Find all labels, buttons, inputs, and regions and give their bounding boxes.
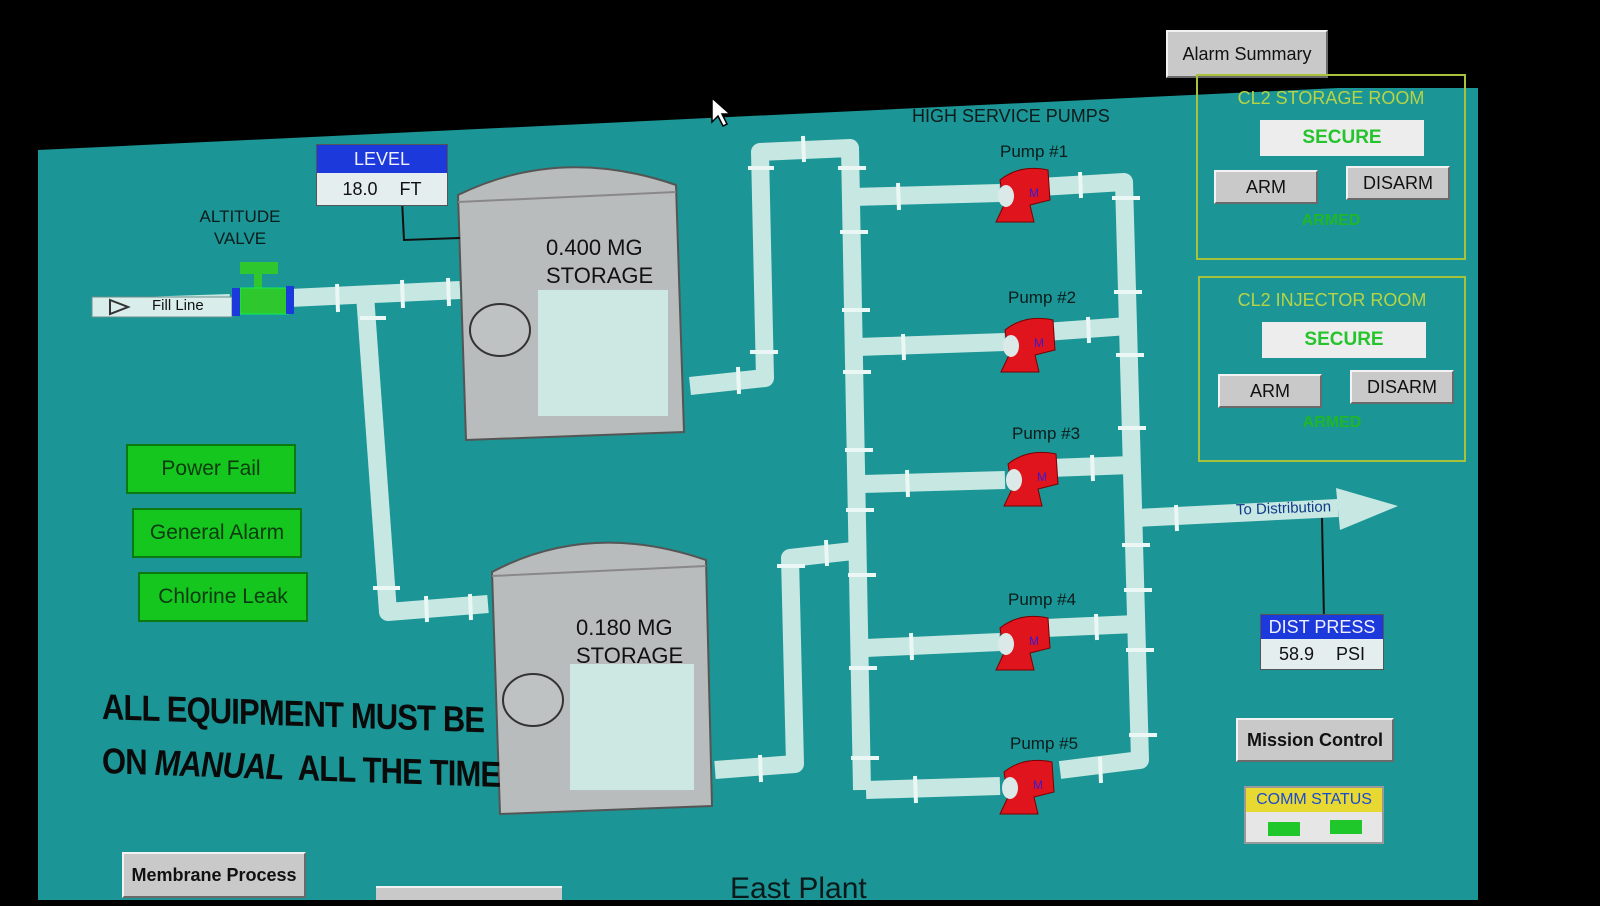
- cl2-injector-room-state: SECURE: [1262, 322, 1426, 358]
- dist-press-unit: PSI: [1336, 643, 1366, 664]
- storage-tank-large: [456, 166, 686, 442]
- dist-press-header: DIST PRESS: [1261, 615, 1383, 639]
- cl2-injector-room-status: ARMED: [1302, 414, 1362, 431]
- tank-small-capacity: 0.180 MG: [576, 615, 673, 640]
- to-distribution-label: To Distribution: [1235, 498, 1332, 519]
- pump-4-body: [995, 615, 1051, 671]
- high-service-pumps-title: HIGH SERVICE PUMPS: [912, 106, 1110, 126]
- screen-title: East Plant: [730, 872, 867, 905]
- fill-line-label: Fill Line: [152, 297, 204, 314]
- distribution-arrow: [1336, 488, 1398, 530]
- general-alarm-indicator[interactable]: General Alarm: [132, 508, 302, 558]
- power-fail-indicator[interactable]: Power Fail: [126, 444, 296, 494]
- pump-5-body: [999, 759, 1055, 815]
- tank-small-type: STORAGE: [576, 643, 684, 668]
- mouse-cursor-icon: [711, 96, 732, 128]
- comm-status-led-1: [1268, 822, 1300, 836]
- altitude-valve: [232, 262, 294, 316]
- comm-status-led-2: [1330, 820, 1362, 834]
- pump-3-label: Pump #3: [1012, 424, 1081, 443]
- mission-control-button[interactable]: Mission Control: [1236, 718, 1394, 762]
- membrane-process-button[interactable]: Membrane Process: [122, 852, 306, 898]
- level-readout: LEVEL 18.0 FT: [316, 144, 448, 206]
- manual-operation-warning: ALL EQUIPMENT MUST BE ON MANUAL ALL THE …: [102, 680, 500, 802]
- pipe-flanges: [335, 135, 1179, 804]
- pump-4-label: Pump #4: [1008, 590, 1077, 609]
- cl2-injector-disarm-button[interactable]: DISARM: [1350, 370, 1454, 404]
- cl2-injector-room-panel: CL2 INJECTOR ROOM SECURE ARM DISARM ARME…: [1198, 276, 1466, 462]
- pump-1-motor-label[interactable]: M: [1029, 186, 1039, 200]
- warning-line-2-prefix: ON: [102, 740, 155, 783]
- cl2-storage-arm-button[interactable]: ARM: [1214, 170, 1318, 204]
- pump-2-motor-label[interactable]: M: [1034, 336, 1044, 350]
- dist-press-value: 58.9: [1278, 643, 1315, 664]
- nav-button-partial[interactable]: [376, 886, 562, 900]
- cl2-storage-room-panel: CL2 STORAGE ROOM SECURE ARM DISARM ARMED: [1196, 74, 1466, 260]
- cl2-injector-arm-button[interactable]: ARM: [1218, 374, 1322, 408]
- pump-5-motor-label[interactable]: M: [1033, 778, 1043, 792]
- alarm-summary-button[interactable]: Alarm Summary: [1166, 30, 1328, 78]
- warning-line-2-italic: MANUAL: [154, 741, 284, 788]
- pump-2-body: [1000, 317, 1056, 373]
- pump-2-label: Pump #2: [1008, 288, 1077, 307]
- tank-small-label: 0.180 MG STORAGE: [576, 614, 683, 670]
- pump-3-body: [1003, 451, 1059, 507]
- cl2-injector-room-title: CL2 INJECTOR ROOM: [1237, 290, 1427, 310]
- pump-4-motor-label[interactable]: M: [1029, 634, 1039, 648]
- altitude-valve-label-line2: VALVE: [213, 229, 267, 248]
- pump-3-motor-label[interactable]: M: [1037, 470, 1047, 484]
- pump-1-label: Pump #1: [1000, 142, 1069, 161]
- cl2-storage-room-state: SECURE: [1260, 120, 1424, 156]
- warning-line-2-suffix: ALL THE TIME: [283, 746, 501, 795]
- dist-press-readout: DIST PRESS 58.9 PSI: [1260, 614, 1384, 670]
- level-header: LEVEL: [317, 145, 447, 173]
- altitude-valve-label: ALTITUDE VALVE: [192, 206, 288, 250]
- level-unit: FT: [399, 178, 422, 199]
- cl2-storage-room-status: ARMED: [1301, 212, 1361, 229]
- tank-large-type: STORAGE: [546, 263, 654, 288]
- altitude-valve-label-line1: ALTITUDE: [199, 207, 281, 226]
- tank-large-capacity: 0.400 MG: [546, 235, 643, 260]
- comm-status-label: COMM STATUS: [1246, 788, 1382, 812]
- comm-status-panel: COMM STATUS: [1244, 786, 1384, 844]
- storage-tank-small: [490, 541, 714, 816]
- pump-1-body: [995, 167, 1051, 223]
- pump-5-label: Pump #5: [1010, 734, 1079, 753]
- cl2-storage-room-title: CL2 STORAGE ROOM: [1237, 88, 1425, 108]
- chlorine-leak-indicator[interactable]: Chlorine Leak: [138, 572, 308, 622]
- cl2-storage-disarm-button[interactable]: DISARM: [1346, 166, 1450, 200]
- tank-large-label: 0.400 MG STORAGE: [546, 234, 653, 290]
- level-value: 18.0: [342, 178, 378, 199]
